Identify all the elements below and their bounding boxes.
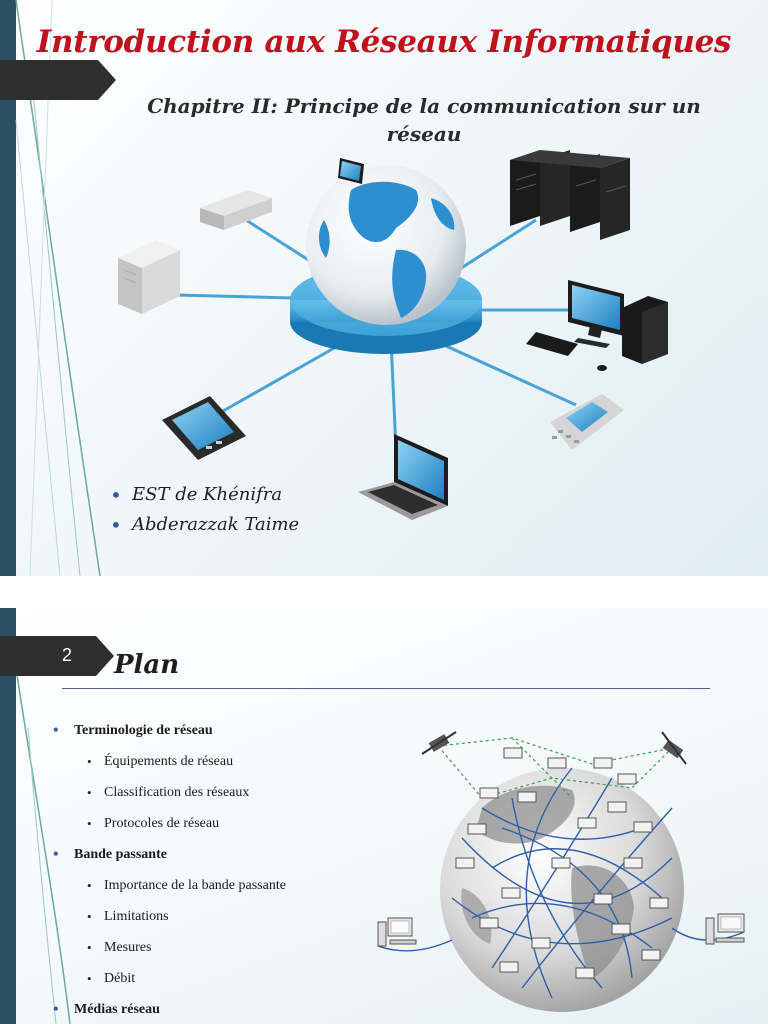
tower-server-icon	[118, 240, 180, 314]
slide-sidebar-bar	[0, 0, 16, 576]
author-item: Abderazzak Taime	[110, 512, 299, 542]
page-number: 2	[62, 645, 73, 665]
outline-list: Terminologie de réseau Équipements de ré…	[52, 718, 392, 1024]
desktop-computer-icon	[526, 280, 668, 371]
slide-sidebar-bar	[0, 608, 16, 1024]
network-nodes	[455, 747, 669, 979]
outline-subitem: Mesures	[52, 935, 392, 966]
author-list: EST de Khénifra Abderazzak Taime	[110, 482, 299, 542]
outline-subitem: Protocoles de réseau	[52, 811, 392, 842]
desktop-computer-icon	[377, 917, 417, 947]
satellite-icon	[421, 731, 457, 755]
network-illustration	[118, 150, 668, 520]
satellite-icon	[661, 731, 687, 765]
outline-subitem: Limitations	[52, 904, 392, 935]
laptop-icon	[338, 158, 364, 184]
chapter-subtitle: Chapitre II: Principe de la communicatio…	[90, 92, 758, 148]
chapter-subtitle-line-2: réseau	[386, 122, 462, 146]
network-globe-illustration	[377, 731, 745, 1012]
outline-subitem: Classification des réseaux	[52, 780, 392, 811]
server-rack-icon	[510, 150, 630, 240]
tablet-icon	[162, 396, 246, 460]
laptop-icon	[358, 434, 448, 520]
presentation-title: Introduction aux Réseaux Informatiques	[36, 24, 732, 60]
globe-icon	[306, 165, 466, 325]
author-item: EST de Khénifra	[110, 482, 299, 512]
slide-2: 2 Plan Terminologie de réseau Équipement…	[0, 608, 768, 1024]
desktop-computer-icon	[705, 913, 745, 945]
page-number-tab: 2	[0, 636, 114, 676]
outline-subitem: Importance de la bande passante	[52, 873, 392, 904]
switch-icon	[200, 190, 272, 230]
outline-subitem: Débit	[52, 966, 392, 997]
title-divider	[62, 688, 710, 689]
title-tab-marker	[0, 60, 116, 100]
plan-title: Plan	[114, 650, 180, 680]
outline-item: Terminologie de réseau	[52, 718, 392, 749]
outline-item: Médias réseau	[52, 997, 392, 1024]
outline-item: Bande passante	[52, 842, 392, 873]
slide-gap	[0, 576, 768, 608]
chapter-subtitle-line-1: Chapitre II: Principe de la communicatio…	[147, 94, 701, 118]
slide-1: Introduction aux Réseaux Informatiques C…	[0, 0, 768, 576]
phone-icon	[550, 394, 624, 450]
outline-subitem: Équipements de réseau	[52, 749, 392, 780]
globe-icon	[440, 768, 684, 1012]
